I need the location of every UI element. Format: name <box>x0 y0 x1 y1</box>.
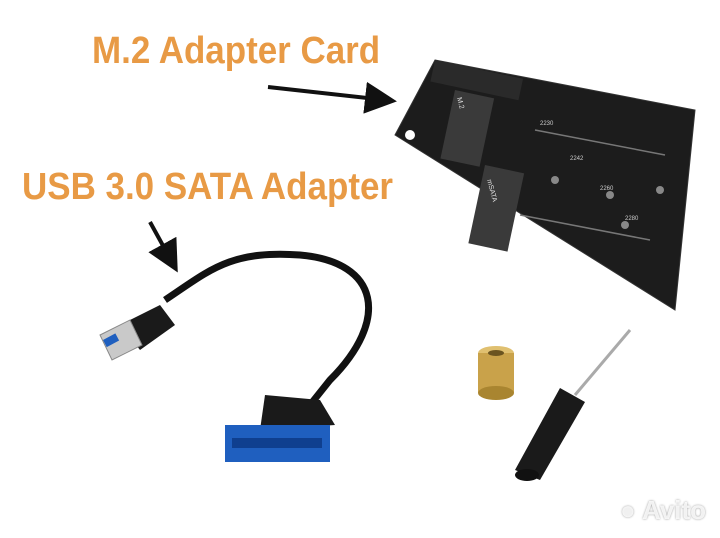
board-size-2242: 2242 <box>570 156 584 162</box>
board-size-2260: 2260 <box>600 186 614 192</box>
board-size-2280: 2280 <box>625 216 639 222</box>
arrow-to-card <box>267 81 397 114</box>
usb-sata-adapter-label: USB 3.0 SATA Adapter <box>22 166 394 208</box>
brass-standoff <box>478 346 514 400</box>
screwdriver <box>515 329 632 481</box>
avito-watermark: ● Avito <box>620 495 706 525</box>
board-m2-text: M.2 <box>455 97 465 110</box>
arrow-to-cable <box>148 221 178 273</box>
board-size-2230: 2230 <box>540 121 554 127</box>
m2-adapter-card: M.2 mSATA 2230 2242 2260 2280 <box>394 59 696 311</box>
usb-sata-cable <box>99 250 372 462</box>
m2-adapter-card-label: M.2 Adapter Card <box>92 30 381 72</box>
